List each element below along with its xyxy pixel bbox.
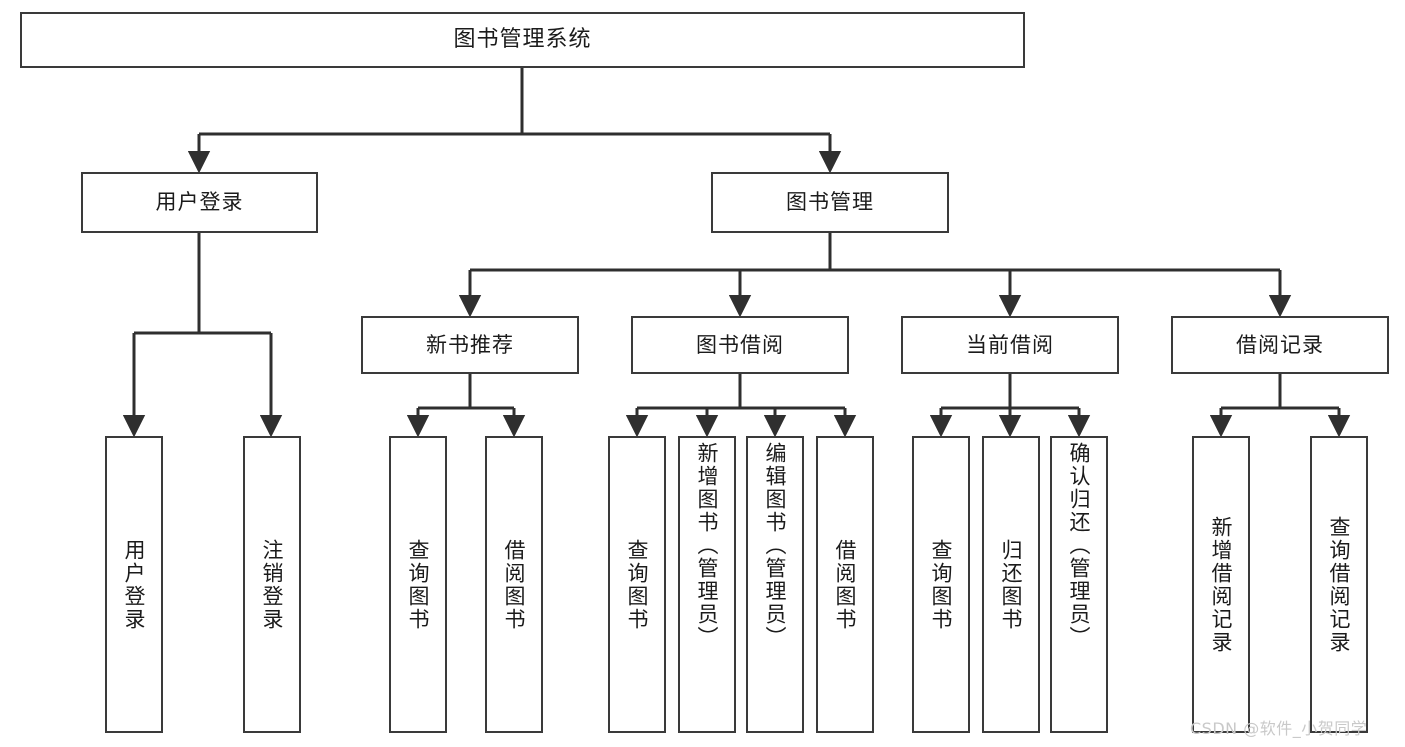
node-user-login[interactable]: 用户登录 <box>81 172 318 233</box>
leaf-current-borrow-confirm-return[interactable]: 确认归还（管理员） <box>1050 436 1108 733</box>
node-label: 新增图书（管理员） <box>695 442 720 649</box>
leaf-book-borrow-query[interactable]: 查询图书 <box>608 436 666 733</box>
node-label: 借阅记录 <box>1236 332 1324 357</box>
node-new-book-recommend[interactable]: 新书推荐 <box>361 316 579 374</box>
node-book-borrow[interactable]: 图书借阅 <box>631 316 849 374</box>
node-label: 借阅图书 <box>833 538 858 631</box>
node-book-management[interactable]: 图书管理 <box>711 172 949 233</box>
node-label: 用户登录 <box>155 190 244 215</box>
node-label: 归还图书 <box>999 538 1024 631</box>
node-label: 查询借阅记录 <box>1327 515 1352 654</box>
node-label: 用户登录 <box>122 538 147 631</box>
leaf-user-login-logout[interactable]: 注销登录 <box>243 436 301 733</box>
node-label: 新书推荐 <box>426 332 514 357</box>
leaf-new-book-query[interactable]: 查询图书 <box>389 436 447 733</box>
leaf-book-borrow-add[interactable]: 新增图书（管理员） <box>678 436 736 733</box>
leaf-current-borrow-return[interactable]: 归还图书 <box>982 436 1040 733</box>
node-label: 当前借阅 <box>966 332 1054 357</box>
node-current-borrow[interactable]: 当前借阅 <box>901 316 1119 374</box>
node-label: 查询图书 <box>625 538 650 631</box>
leaf-borrow-record-add[interactable]: 新增借阅记录 <box>1192 436 1250 733</box>
leaf-borrow-record-query[interactable]: 查询借阅记录 <box>1310 436 1368 733</box>
csdn-watermark: CSDN @软件_小贺同学 <box>1190 719 1368 738</box>
node-label: 图书管理系统 <box>453 27 592 53</box>
leaf-user-login-login[interactable]: 用户登录 <box>105 436 163 733</box>
leaf-book-borrow-edit[interactable]: 编辑图书（管理员） <box>746 436 804 733</box>
leaf-new-book-borrow[interactable]: 借阅图书 <box>485 436 543 733</box>
leaf-current-borrow-query[interactable]: 查询图书 <box>912 436 970 733</box>
node-label: 新增借阅记录 <box>1209 515 1234 654</box>
node-root-system[interactable]: 图书管理系统 <box>20 12 1025 68</box>
node-borrow-record[interactable]: 借阅记录 <box>1171 316 1389 374</box>
node-label: 图书借阅 <box>696 332 784 357</box>
node-label: 查询图书 <box>929 538 954 631</box>
node-label: 确认归还（管理员） <box>1067 442 1092 649</box>
node-label: 借阅图书 <box>502 538 527 631</box>
node-label: 编辑图书（管理员） <box>763 442 788 649</box>
node-label: 查询图书 <box>406 538 431 631</box>
node-label: 图书管理 <box>786 190 874 215</box>
leaf-book-borrow-borrow[interactable]: 借阅图书 <box>816 436 874 733</box>
node-label: 注销登录 <box>260 538 285 631</box>
